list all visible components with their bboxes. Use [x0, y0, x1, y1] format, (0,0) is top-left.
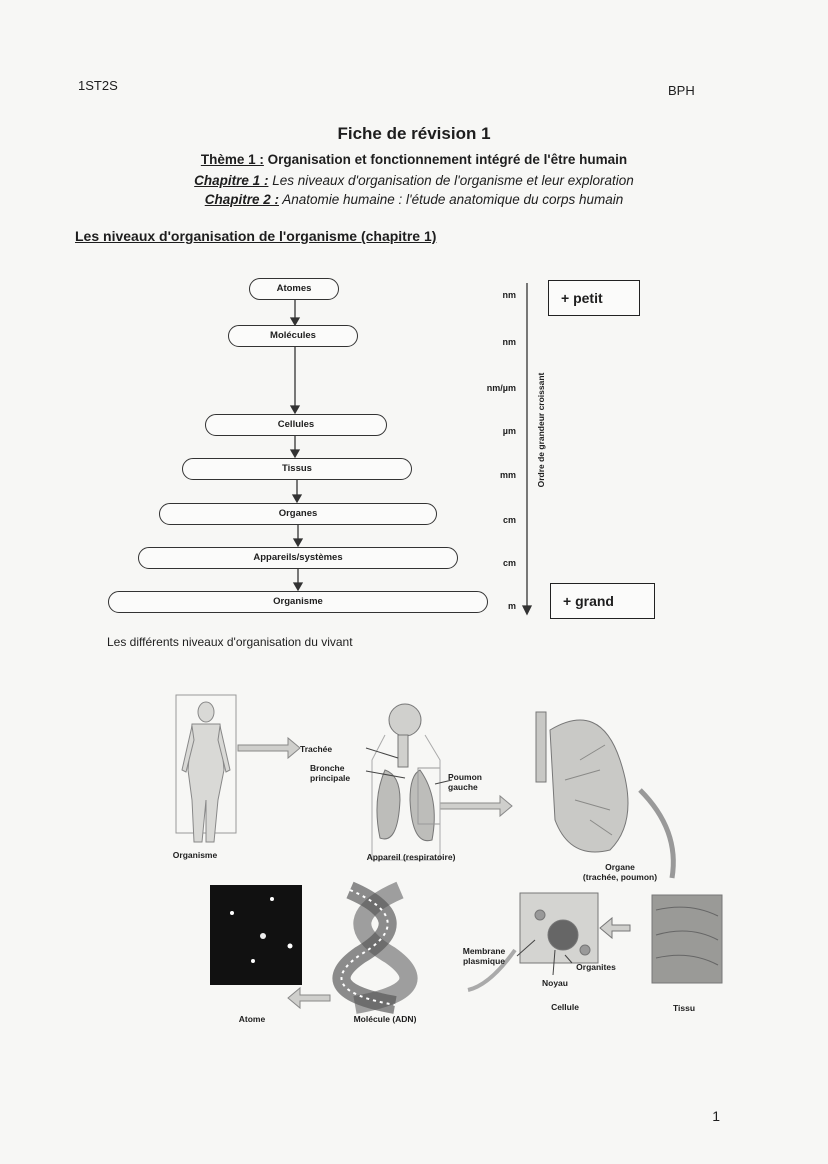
unit-appareils: cm	[502, 558, 516, 568]
theme-text: Organisation et fonctionnement intégré d…	[263, 152, 628, 167]
level-organes: Organes	[159, 503, 437, 525]
tissue-icon	[599, 894, 723, 984]
human-figure-icon	[175, 694, 237, 843]
chapter1-line: Chapitre 1 : Les niveaux d'organisation …	[0, 173, 828, 188]
label-organe: Organe(trachée, poumon)	[582, 862, 658, 882]
label-tissu: Tissu	[672, 1003, 696, 1013]
page-title: Fiche de révision 1	[337, 124, 491, 143]
label-atome: Atome	[238, 1014, 266, 1024]
chapter2-line: Chapitre 2 : Anatomie humaine : l'étude …	[0, 192, 828, 207]
level-molecules: Molécules	[228, 325, 358, 347]
size-small-box: + petit	[548, 280, 640, 316]
level-organisme: Organisme	[108, 591, 488, 613]
unit-molecules: nm	[502, 337, 517, 347]
chapter2-text: Anatomie humaine : l'étude anatomique du…	[278, 192, 624, 207]
chapter2-label: Chapitre 2 :	[204, 192, 279, 207]
cell-icon	[467, 892, 599, 992]
section-heading: Les niveaux d'organisation de l'organism…	[75, 228, 437, 244]
header-class: 1ST2S	[78, 78, 118, 93]
page-number: 1	[712, 1108, 720, 1124]
diagram-caption: Les différents niveaux d'organisation du…	[107, 635, 353, 649]
level-tissus: Tissus	[182, 458, 412, 480]
label-appareil: Appareil (respiratoire)	[366, 852, 456, 862]
chapter1-text: Les niveaux d'organisation de l'organism…	[268, 173, 634, 188]
label-cellule: Cellule	[551, 1002, 579, 1012]
label-organisme: Organisme	[172, 850, 218, 860]
label-trachee: Trachée	[300, 744, 333, 754]
respiratory-system-icon	[371, 703, 441, 861]
dna-molecule-icon	[332, 881, 418, 1014]
unit-mid: nm/µm	[486, 383, 516, 393]
theme-label: Thème 1 :	[200, 152, 264, 167]
hierarchy-connectors	[289, 283, 533, 616]
label-noyau: Noyau	[542, 978, 568, 988]
level-atomes: Atomes	[249, 278, 339, 300]
chapter1-label: Chapitre 1 :	[194, 173, 269, 188]
level-appareils: Appareils/systèmes	[138, 547, 458, 569]
unit-organes: cm	[502, 515, 516, 525]
theme-line: Thème 1 : Organisation et fonctionnement…	[0, 152, 828, 167]
size-large-box: + grand	[550, 583, 655, 619]
lung-icon	[535, 711, 676, 879]
unit-atomes: nm	[502, 290, 517, 300]
label-organites: Organites	[576, 962, 616, 972]
unit-tissus: mm	[499, 470, 516, 480]
level-cellules: Cellules	[205, 414, 387, 436]
label-molecule: Molécule (ADN)	[353, 1014, 417, 1024]
unit-organisme: m	[507, 601, 516, 611]
header-subject: BPH	[668, 83, 695, 98]
unit-cellules: µm	[502, 426, 516, 436]
atom-icon	[210, 885, 331, 1010]
